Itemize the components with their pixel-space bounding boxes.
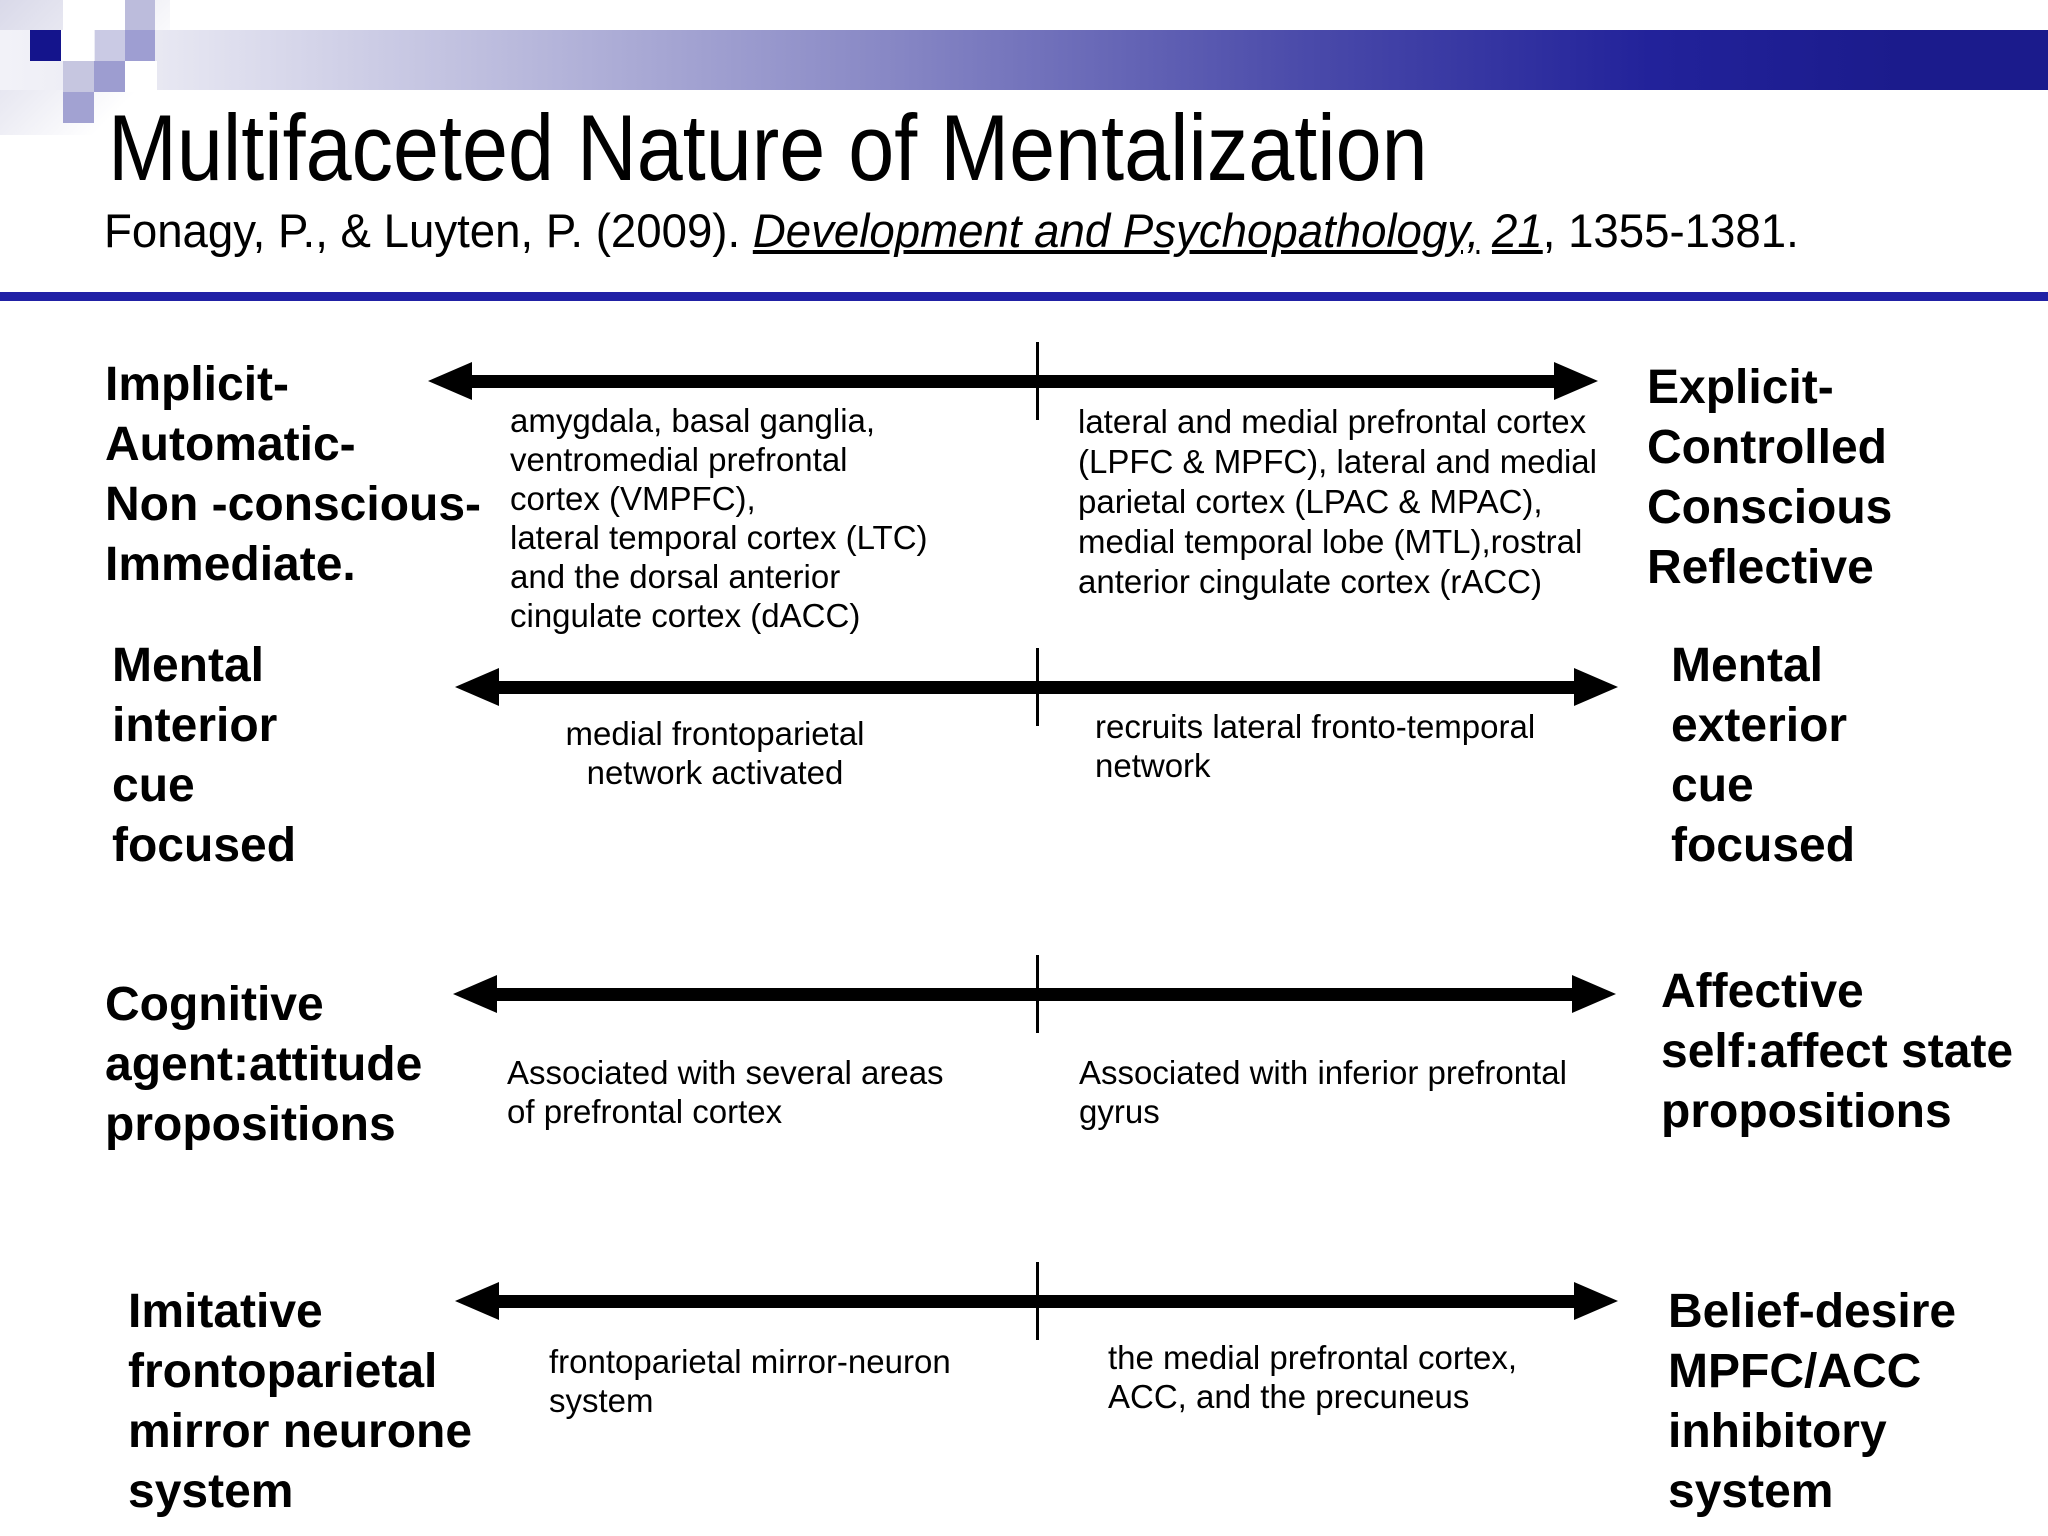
- citation-text: Fonagy, P., & Luyten, P. (2009). Develop…: [104, 203, 1799, 259]
- deco-square: [63, 61, 94, 92]
- arrow-right-head-icon: [1554, 362, 1598, 400]
- arrow-right-head-icon: [1572, 975, 1616, 1013]
- row-3-center-tick: [1036, 955, 1039, 1033]
- deco-square: [95, 30, 125, 61]
- deco-square: [94, 0, 125, 30]
- deco-square: [125, 0, 155, 30]
- arrow-left-head-icon: [455, 1282, 499, 1320]
- deco-square: [125, 30, 155, 61]
- row-1-left-note: amygdala, basal ganglia, ventromedial pr…: [510, 402, 928, 634]
- arrow-left-head-icon: [453, 975, 497, 1013]
- deco-square: [63, 0, 95, 30]
- divider-line: [0, 292, 2048, 301]
- deco-square: [61, 30, 94, 61]
- arrow-shaft: [472, 374, 1554, 388]
- row-1-right-note: lateral and medial prefrontal cortex (LP…: [1078, 403, 1597, 600]
- citation-journal: Development and Psychopathology,: [752, 204, 1480, 257]
- deco-square: [63, 92, 94, 123]
- row-2-left-label: Mental interior cue focused: [112, 639, 297, 872]
- row-2-right-label: Mental exterior cue focused: [1671, 639, 1856, 872]
- row-4-right-note: the medial prefrontal cortex, ACC, and t…: [1108, 1339, 1518, 1415]
- row-4-center-tick: [1036, 1262, 1039, 1340]
- row-4-left-note: frontoparietal mirror-neuron system: [549, 1343, 951, 1419]
- deco-square: [125, 61, 157, 92]
- citation-mid: [1479, 204, 1492, 257]
- citation-pages: , 1355-1381.: [1542, 204, 1799, 257]
- arrow-right-head-icon: [1574, 1282, 1618, 1320]
- citation: Fonagy, P., & Luyten, P. (2009). Develop…: [104, 203, 1851, 259]
- arrow-left-head-icon: [455, 668, 499, 706]
- row-1-double-arrow: [428, 362, 1598, 400]
- row-1-right-label: Explicit- Controlled Conscious Reflectiv…: [1647, 361, 1893, 594]
- row-3-left-note: Associated with several areas of prefron…: [507, 1054, 944, 1130]
- row-4-left-label: Imitative frontoparietal mirror neurone …: [128, 1285, 473, 1518]
- row-1-left-label: Implicit- Automatic- Non -conscious- Imm…: [105, 358, 482, 591]
- deco-square: [94, 61, 125, 92]
- citation-volume: 21: [1492, 204, 1543, 257]
- row-1-center-tick: [1036, 342, 1039, 420]
- deco-square-navy: [30, 30, 61, 61]
- page-title-text: Multifaceted Nature of Mentalization: [108, 95, 1428, 200]
- row-3-double-arrow: [453, 975, 1616, 1013]
- row-3-left-label: Cognitive agent:attitude propositions: [105, 978, 423, 1151]
- citation-prefix: Fonagy, P., & Luyten, P. (2009).: [104, 204, 753, 257]
- title-bar-gradient: [0, 30, 2048, 90]
- page-title: Multifaceted Nature of Mentalization: [108, 96, 1608, 200]
- arrow-left-head-icon: [428, 362, 472, 400]
- arrow-shaft: [497, 987, 1572, 1001]
- row-3-right-label: Affective self:affect state propositions: [1661, 965, 2014, 1138]
- row-4-right-label: Belief-desire MPFC/ACC inhibitory system: [1668, 1285, 1957, 1518]
- row-3-right-note: Associated with inferior prefrontal gyru…: [1079, 1054, 1567, 1130]
- row-2-right-note: recruits lateral fronto-temporal network: [1095, 708, 1536, 784]
- row-2-center-tick: [1036, 648, 1039, 726]
- arrow-right-head-icon: [1574, 668, 1618, 706]
- row-2-left-note: medial frontoparietal network activated: [565, 715, 865, 791]
